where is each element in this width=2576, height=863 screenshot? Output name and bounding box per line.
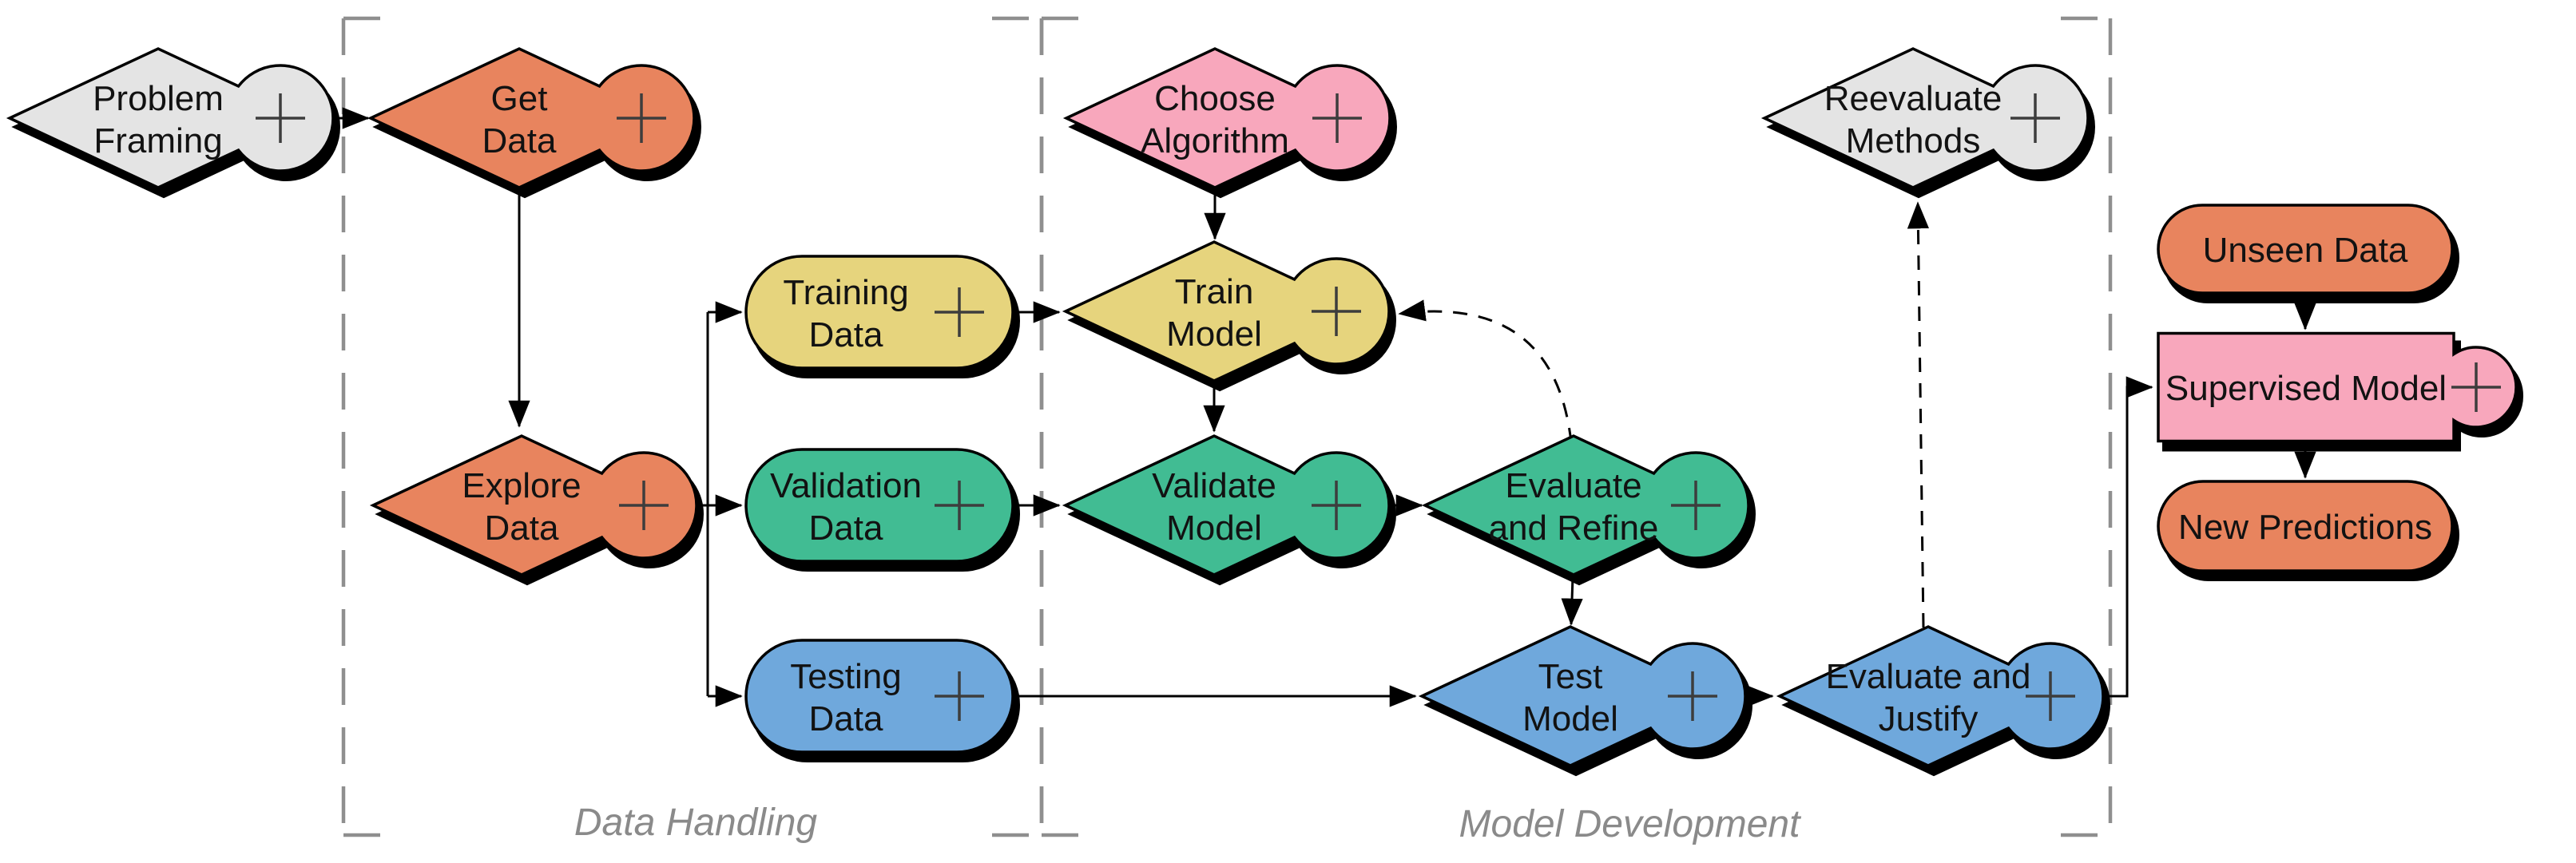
plus-icon[interactable] [2010, 93, 2060, 143]
node-label: Explore [462, 466, 581, 505]
node-label: New Predictions [2178, 508, 2432, 547]
node-label: Evaluate [1505, 466, 1641, 505]
plus-icon[interactable] [1312, 481, 1361, 530]
node-shape[interactable] [744, 448, 1014, 563]
node-label: Testing [790, 657, 901, 696]
plus-icon[interactable] [2026, 671, 2075, 721]
node-shape[interactable] [1418, 625, 1747, 767]
node-label: Training [783, 273, 908, 312]
node-label: Model [1522, 699, 1618, 738]
plus-icon[interactable] [2451, 362, 2501, 412]
node-shape[interactable] [2157, 331, 2518, 443]
node-shape[interactable] [1421, 434, 1750, 576]
node-shape[interactable] [369, 434, 698, 576]
node-label: Data [485, 509, 559, 548]
node-label: Supervised Model [2165, 369, 2447, 408]
edge-evaluate-justify-to-supervised-model [2103, 376, 2153, 698]
plus-icon[interactable] [1312, 287, 1361, 336]
node-new-predictions[interactable]: New Predictions [2157, 480, 2459, 581]
plus-icon[interactable] [619, 481, 669, 530]
node-shape[interactable] [744, 255, 1014, 370]
edge-evaluate-refine-to-test-model [1561, 576, 1583, 626]
node-label: Data [809, 699, 883, 738]
node-label: Validation [770, 466, 922, 505]
node-label: Evaluate and [1826, 657, 2031, 696]
plus-icon[interactable] [256, 93, 305, 143]
node-evaluate-and-refine[interactable]: Evaluate and Refine [1421, 434, 1756, 586]
region-label-model-development: Model Development [1459, 803, 1802, 845]
node-label: Framing [93, 121, 222, 160]
node-label: Data [809, 509, 883, 548]
region-label-data-handling: Data Handling [574, 802, 818, 844]
plus-icon[interactable] [1671, 481, 1721, 530]
node-label: Choose [1154, 79, 1276, 118]
node-label: Test [1538, 657, 1603, 696]
node-label: Get [491, 79, 548, 118]
node-label: Methods [1846, 121, 1981, 160]
plus-icon[interactable] [1312, 93, 1362, 143]
node-label: Unseen Data [2203, 231, 2408, 270]
node-label: Justify [1879, 699, 1979, 738]
node-label: Data [809, 315, 883, 354]
region-model-development: Model Development [1039, 16, 2113, 845]
node-supervised-model[interactable]: Supervised Model [2157, 331, 2523, 452]
node-shape[interactable] [744, 639, 1014, 754]
node-label: Model [1166, 315, 1262, 354]
plus-icon[interactable] [935, 287, 984, 337]
plus-icon[interactable] [935, 671, 984, 721]
edge-evaluate-justify-to-reevaluate-methods [1907, 201, 1930, 628]
node-shape[interactable] [1062, 434, 1391, 576]
node-shape[interactable] [2157, 204, 2454, 295]
node-shape[interactable] [1062, 47, 1391, 189]
plus-icon[interactable] [935, 481, 984, 530]
node-shape[interactable] [367, 47, 696, 189]
node-shape[interactable] [1776, 625, 2105, 767]
node-shape[interactable] [1760, 47, 2090, 189]
node-label: Algorithm [1141, 121, 1289, 160]
edge-evaluate-refine-to-train-model [1398, 299, 1573, 443]
node-shape[interactable] [6, 47, 335, 189]
node-unseen-data[interactable]: Unseen Data [2157, 204, 2459, 303]
node-label: Train [1175, 272, 1254, 311]
plus-icon[interactable] [617, 93, 666, 143]
plus-icon[interactable] [1668, 671, 1717, 721]
node-label: Model [1166, 509, 1262, 548]
node-label: Problem [93, 79, 224, 118]
node-label: Validate [1152, 466, 1276, 505]
node-label: Data [482, 121, 557, 160]
node-shape[interactable] [2157, 480, 2454, 572]
node-label: and Refine [1489, 509, 1659, 548]
node-label: Reevaluate [1824, 79, 2002, 118]
node-shape[interactable] [1062, 240, 1391, 382]
